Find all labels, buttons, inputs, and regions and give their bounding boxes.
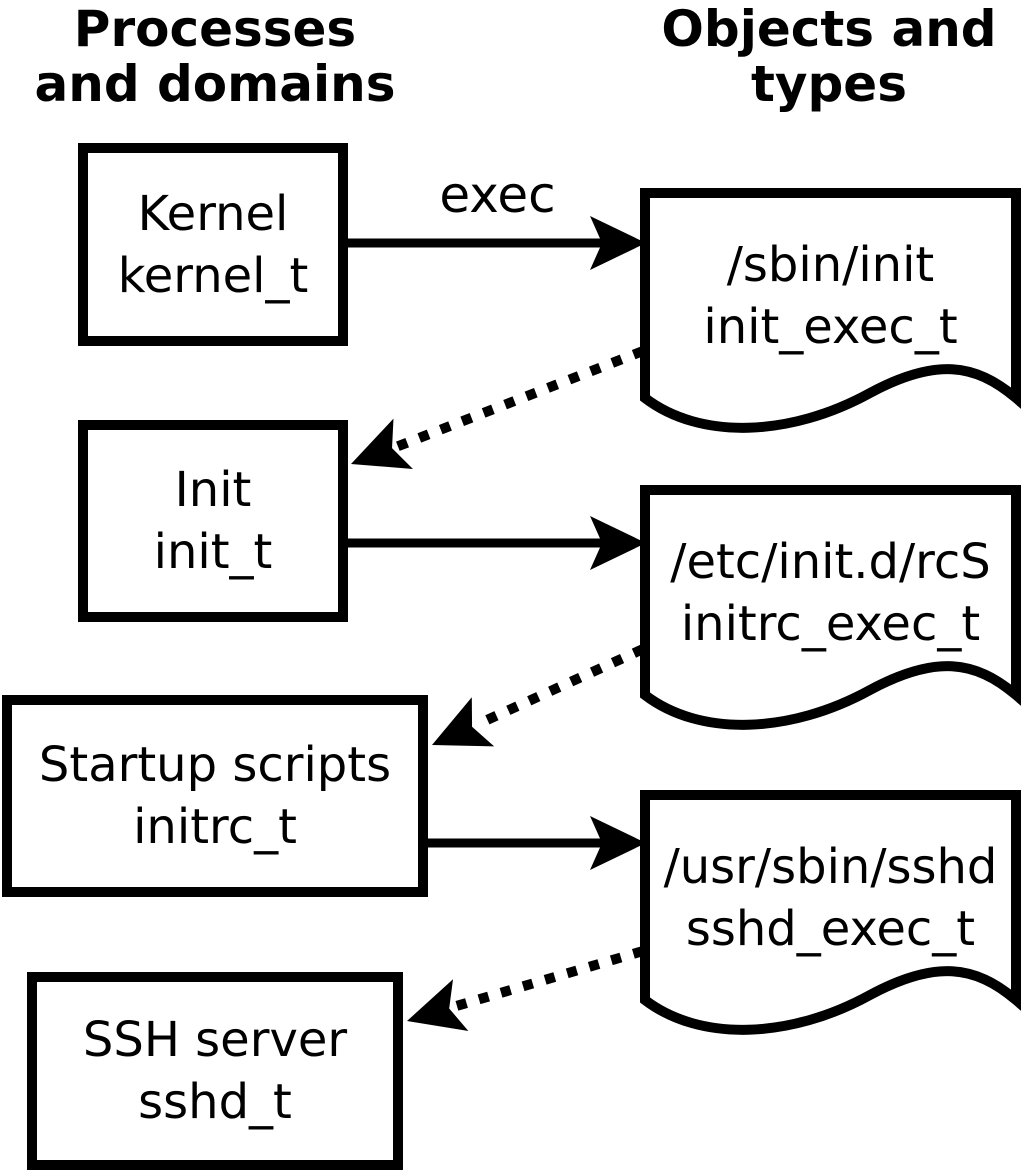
process-box-init: Init init_t: [78, 420, 348, 622]
arrowhead-icon: [590, 216, 646, 270]
solid-arrow-initrc-to-usr-sbin-sshd: [428, 816, 646, 870]
process-box-kernel: Kernel kernel_t: [78, 143, 348, 346]
arrowhead-icon: [351, 418, 413, 469]
process-name: SSH server: [82, 1012, 348, 1068]
arrowhead-icon: [590, 816, 646, 870]
process-box-startup-scripts: Startup scripts initrc_t: [2, 695, 428, 897]
object-document-etc-initd-rcs: /etc/init.d/rcS initrc_exec_t: [645, 490, 1016, 695]
column-title-objects-and-types: Objects and types: [640, 2, 1018, 112]
arrow-label-exec: exec: [439, 166, 556, 224]
arrowhead-icon: [590, 516, 646, 570]
object-document-usr-sbin-sshd: /usr/sbin/sshd sshd_exec_t: [645, 795, 1016, 1000]
domain-type: init_t: [153, 524, 273, 580]
process-box-ssh-server: SSH server sshd_t: [27, 972, 403, 1170]
process-name: Startup scripts: [38, 737, 392, 793]
document-shape-etc-initd-rcs: [640, 485, 1021, 730]
process-name: Init: [174, 462, 252, 518]
dotted-arrow-sbin-init-to-init-domain: [351, 346, 645, 469]
object-type: initrc_exec_t: [680, 595, 981, 652]
object-type: sshd_exec_t: [685, 900, 976, 957]
object-path: /etc/init.d/rcS: [670, 533, 991, 590]
process-name: Kernel: [137, 185, 289, 242]
object-type: init_exec_t: [703, 298, 958, 355]
title-line: Objects and: [661, 0, 997, 58]
domain-type: sshd_t: [138, 1074, 292, 1130]
solid-arrow-kernel-to-sbin-init: [348, 216, 646, 270]
domain-type: kernel_t: [117, 247, 309, 304]
title-line: Processes: [73, 0, 357, 58]
domain-type: initrc_t: [133, 799, 297, 855]
arrowhead-icon: [432, 697, 495, 747]
dotted-arrow-rcs-to-initrc-domain: [432, 644, 646, 747]
object-document-sbin-init: /sbin/init init_exec_t: [645, 193, 1016, 398]
object-path: /usr/sbin/sshd: [663, 838, 998, 895]
document-shape-usr-sbin-sshd: [640, 790, 1021, 1035]
title-line: and domains: [34, 55, 396, 113]
document-shape-sbin-init: [640, 188, 1021, 433]
title-line: types: [751, 55, 907, 113]
arrowhead-icon: [407, 979, 469, 1031]
dotted-arrow-sshd-to-sshd-domain: [407, 946, 645, 1031]
column-title-processes-and-domains: Processes and domains: [0, 2, 430, 112]
object-path: /sbin/init: [726, 236, 935, 293]
solid-arrow-init-to-etc-initd-rcs: [348, 516, 646, 570]
